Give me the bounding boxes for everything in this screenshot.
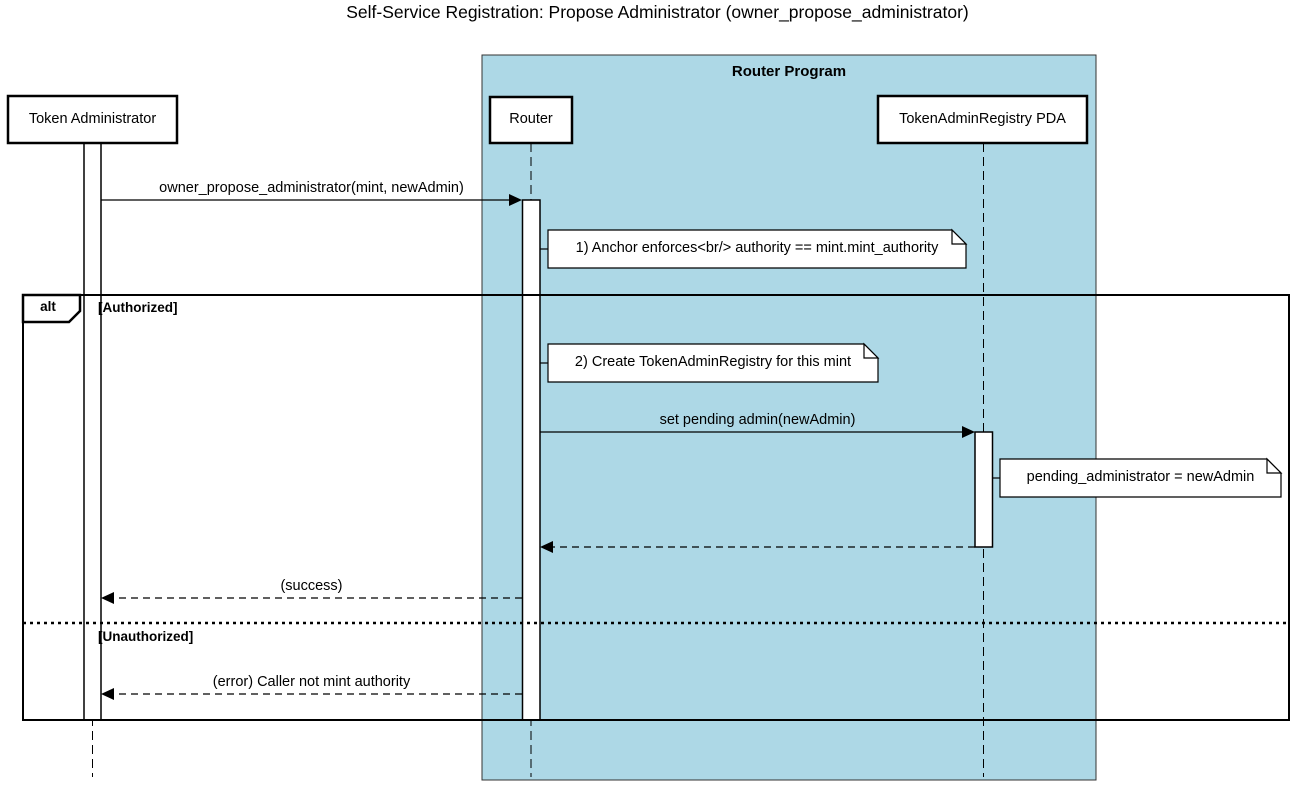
arrowhead-right-icon [962,426,975,438]
note-label-anchor-enforces: 1) Anchor enforces<br/> authority == min… [575,240,939,257]
activation-bar-router [521,199,541,721]
participant-box-token-admin-registry-pda [876,94,1089,145]
message-label-success: (success) [280,578,343,595]
note-fold-icon [951,228,968,245]
note-label-pending-administrator: pending_administrator = newAdmin [1026,469,1255,486]
arrowhead-left-icon [101,592,114,604]
activation-bar-token-admin-registry-pda [974,431,994,548]
message-label-owner-propose-administrator: owner_propose_administrator(mint, newAdm… [159,180,464,197]
note-shape-3 [999,458,1282,498]
note-shape-1 [547,229,967,269]
note-label-create-registry: 2) Create TokenAdminRegistry for this mi… [574,354,852,371]
message-label-set-pending-admin: set pending admin(newAdmin) [659,412,856,429]
alt-operator-label: alt [40,299,56,315]
arrowhead-left-icon [540,541,553,553]
note-shape-2 [547,343,879,383]
guard-label-unauthorized: [Unauthorized] [98,628,194,644]
router-program-box [481,54,1097,781]
alt-operator-pentagon [21,293,82,324]
diagram-title: Self-Service Registration: Propose Admin… [346,2,969,23]
router-program-label: Router Program [731,62,847,80]
participant-box-token-administrator [6,94,179,145]
participant-label-token-admin-registry-pda: TokenAdminRegistry PDA [899,110,1066,127]
alt-frame-border [22,294,1290,721]
participant-label-router: Router [509,111,553,128]
note-fold-icon [1266,457,1283,474]
guard-label-authorized: [Authorized] [98,299,178,315]
arrowhead-right-icon [509,194,522,206]
message-label-error: (error) Caller not mint authority [212,674,411,691]
note-fold-icon [863,342,880,359]
participant-label-token-administrator: Token Administrator [28,110,157,127]
arrowhead-left-icon [101,688,114,700]
participant-box-router [488,95,574,145]
